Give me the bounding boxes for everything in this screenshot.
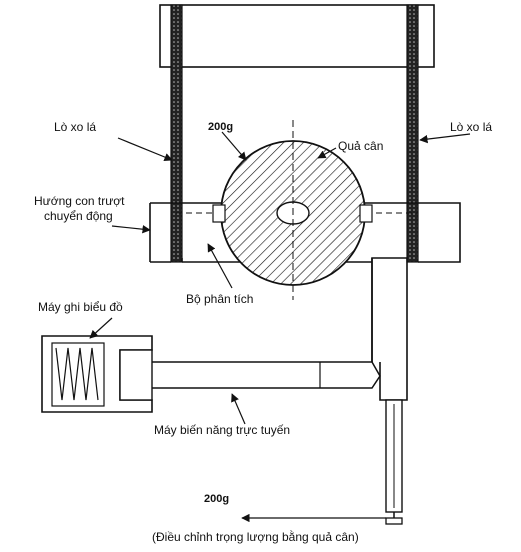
chart-recorder-label: Máy ghi biểu đồ xyxy=(38,300,123,314)
leaf-spring-right-arrow xyxy=(419,133,471,144)
disc-clamp-left xyxy=(212,204,226,223)
recorder-plunger xyxy=(119,349,153,401)
leaf-spring-left-label: Lò xo lá xyxy=(54,120,96,134)
weight-bottom-label: 200g xyxy=(204,493,229,505)
transducer-arrow xyxy=(231,393,246,425)
recorder-spring-icon xyxy=(55,347,99,401)
chart-recorder-inner xyxy=(51,342,105,407)
counterweight-label: Quả cân xyxy=(338,139,383,153)
chart-recorder-arrow xyxy=(89,317,113,339)
transducer-rod xyxy=(152,361,381,389)
analyzer-arrow xyxy=(207,243,233,289)
slider-direction-arrow xyxy=(111,225,151,234)
slider-bar xyxy=(149,202,461,263)
weight-adjust-note: (Điều chỉnh trọng lượng bằng quả cân) xyxy=(152,529,359,544)
weight-top-arrow xyxy=(221,131,247,161)
leaf-spring-left-bar xyxy=(170,4,183,263)
leaf-spring-right-label: Lò xo lá xyxy=(450,120,492,134)
disc-clamp-right xyxy=(359,204,373,223)
counterweight-arrow xyxy=(317,147,337,159)
linear-transducer-label: Máy biến năng trực tuyến xyxy=(154,423,290,437)
analyzer-label: Bộ phân tích xyxy=(186,292,253,306)
slider-direction-label-2: chuyển động xyxy=(44,209,113,223)
top-frame xyxy=(159,4,435,68)
slider-direction-label-1: Hướng con trượt xyxy=(34,194,125,208)
leaf-spring-right-bar xyxy=(406,4,419,263)
leaf-spring-left-arrow xyxy=(117,137,173,162)
weight-pan xyxy=(385,517,403,525)
weight-top-label: 200g xyxy=(208,121,233,133)
